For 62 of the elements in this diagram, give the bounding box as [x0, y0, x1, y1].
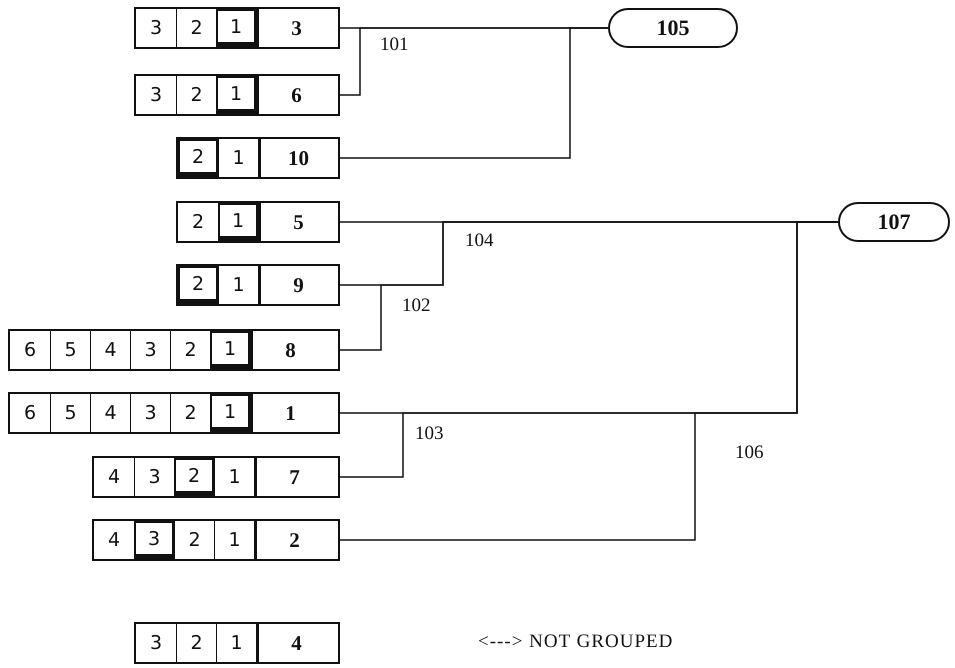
level-number: 1	[214, 521, 254, 559]
connector-line	[340, 27, 608, 159]
level-number: 2	[176, 624, 216, 662]
record-row	[92, 519, 340, 561]
level-number: 2	[190, 210, 206, 235]
record-row	[176, 264, 340, 306]
level-number: 2	[170, 331, 210, 369]
level-number: 6	[22, 338, 38, 363]
level-number: 4	[106, 465, 122, 490]
level-number: 1	[210, 331, 250, 369]
item-number: 4	[256, 624, 334, 662]
item-number: 5	[258, 203, 336, 241]
level-number: 3	[134, 521, 174, 559]
record-row	[92, 456, 340, 498]
item-number: 3	[256, 9, 334, 47]
level-number: 2	[174, 458, 214, 496]
level-number: 1	[210, 394, 250, 432]
record-row	[134, 622, 340, 664]
level-number: 1	[214, 458, 254, 496]
note-text: <---> NOT GROUPED	[478, 631, 674, 653]
level-number: 2	[174, 521, 214, 559]
level-number: 1	[216, 624, 256, 662]
level-number: 5	[50, 331, 90, 369]
record-row	[134, 7, 340, 49]
level-number: 2	[170, 394, 210, 432]
item-number: 1	[250, 394, 328, 432]
level-number: 2	[178, 266, 218, 304]
junction-number: 104	[465, 230, 494, 252]
item-number: 7	[254, 458, 332, 496]
level-number: 3	[134, 458, 174, 496]
level-number: 1	[216, 76, 256, 114]
item-number: 6	[256, 76, 334, 114]
junction-number: 106	[735, 442, 764, 464]
item-number: 2	[254, 521, 332, 559]
level-number: 5	[50, 394, 90, 432]
level-number: 4	[90, 394, 130, 432]
level-number: 4	[90, 331, 130, 369]
record-row	[176, 201, 340, 243]
level-number: 2	[176, 76, 216, 114]
level-number: 2	[178, 139, 218, 177]
record-row	[8, 392, 340, 434]
junction-number: 103	[415, 423, 444, 445]
record-row	[8, 329, 340, 371]
level-number: 3	[148, 83, 164, 108]
level-number: 3	[148, 16, 164, 41]
level-number: 3	[130, 331, 170, 369]
level-number: 2	[176, 9, 216, 47]
junction-number: 102	[402, 295, 430, 317]
junction-number: 101	[380, 34, 408, 56]
level-number: 3	[130, 394, 170, 432]
level-number: 4	[106, 528, 122, 553]
item-number: 8	[250, 331, 328, 369]
level-number: 6	[22, 401, 38, 426]
record-row	[134, 74, 340, 116]
item-number: 10	[258, 139, 336, 177]
level-number: 1	[218, 203, 258, 241]
level-number: 1	[218, 139, 258, 177]
level-number: 1	[216, 9, 256, 47]
level-number: 1	[218, 266, 258, 304]
record-row	[176, 137, 340, 179]
item-number: 9	[258, 266, 336, 304]
level-number: 3	[148, 631, 164, 656]
